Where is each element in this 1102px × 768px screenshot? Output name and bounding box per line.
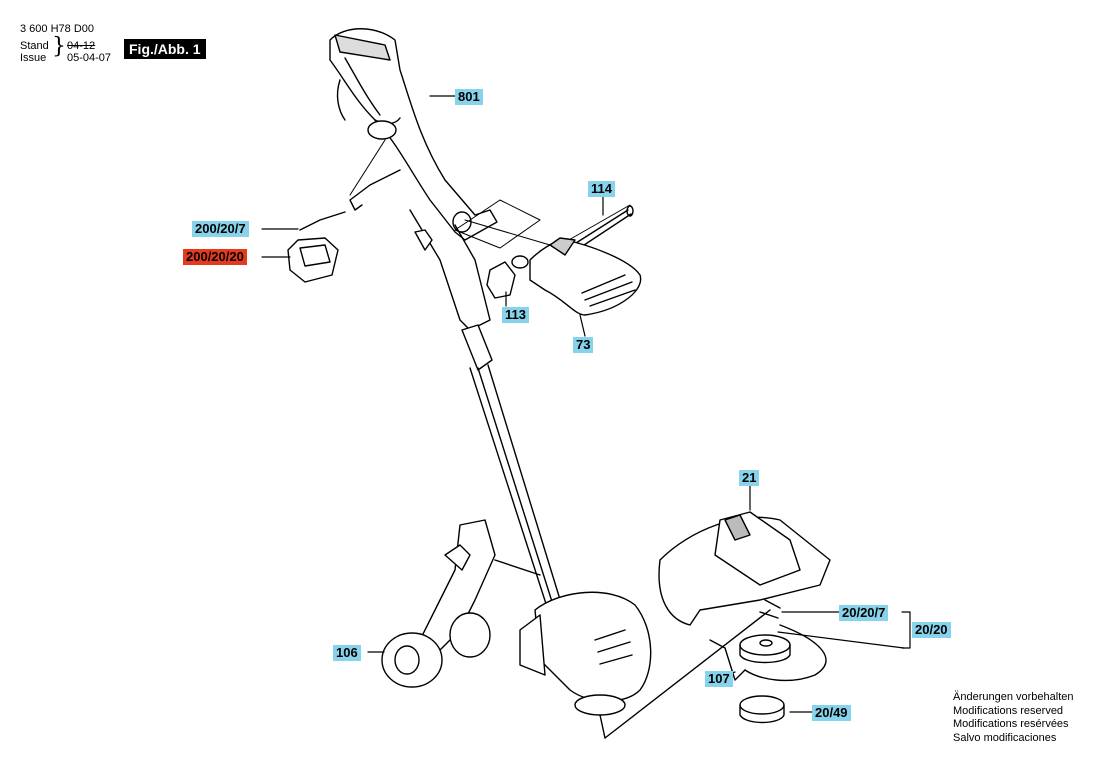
aux-handle-73-part (529, 237, 642, 316)
guard-21-part (658, 511, 831, 626)
note-english: Modifications reserved (953, 704, 1064, 717)
callout-73: 73 (573, 337, 594, 353)
note-french: Modifications resérvées (953, 718, 1069, 730)
callout-801: 801 (455, 89, 483, 105)
callout-200-20-7: 200/20/7 (192, 221, 249, 237)
spool-parts (709, 599, 827, 724)
wire-200-20-7-part (299, 169, 401, 231)
brace-icon: } (52, 34, 66, 59)
issue-label: Issue (20, 52, 47, 64)
callout-20-20-7: 20/20/7 (839, 605, 889, 621)
issue-value: 05-04-07 (67, 52, 112, 64)
knob-113-part (486, 255, 529, 299)
callout-20-49: 20/49 (812, 705, 851, 721)
callout-106: 106 (333, 645, 361, 661)
stand-value: 04-12 (67, 40, 96, 52)
handle-801-part (329, 28, 498, 331)
note-spanish: Salvo modificaciones (953, 731, 1057, 744)
part-200-20-20-shape (287, 237, 339, 283)
model-number: 3 600 H78 D00 (20, 23, 94, 35)
callout-21: 21 (739, 470, 760, 486)
motor-housing-part (519, 591, 771, 739)
callout-200-20-20: 200/20/20 (183, 249, 247, 265)
figure-badge: Fig./Abb. 1 (124, 39, 206, 59)
callout-113: 113 (502, 307, 529, 323)
modification-notes: Änderungen vorbehalten Modifications res… (953, 691, 1073, 745)
stand-label: Stand (20, 40, 49, 52)
note-german: Änderungen vorbehalten (953, 691, 1074, 703)
shaft-part (461, 324, 563, 611)
wheel-assembly-106-part (381, 519, 541, 688)
callout-107: 107 (705, 671, 733, 687)
callout-114: 114 (588, 181, 615, 197)
callout-20-20: 20/20 (912, 622, 951, 638)
